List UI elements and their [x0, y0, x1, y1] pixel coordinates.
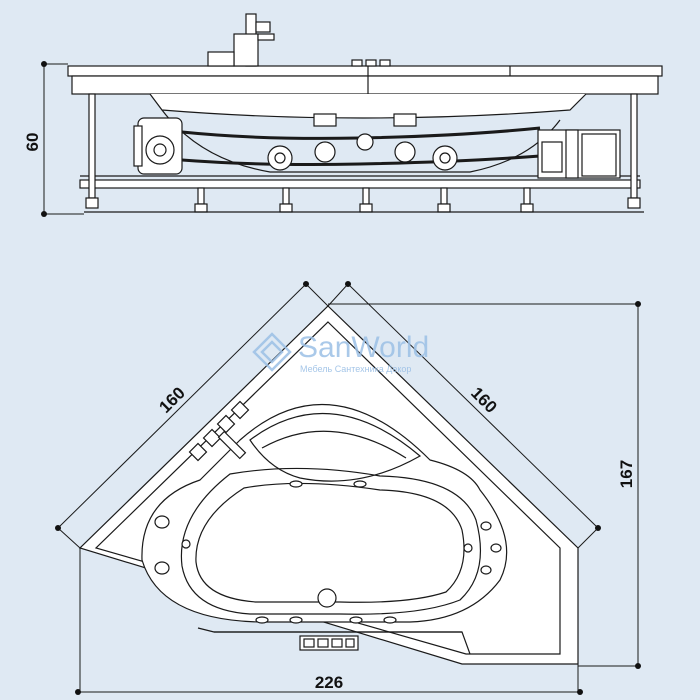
height-label: 60	[23, 133, 42, 152]
width-label: 226	[315, 673, 343, 692]
drain-icon	[317, 588, 337, 608]
tub-floor	[180, 467, 482, 615]
pump-motor-icon	[133, 117, 183, 175]
tub-apron	[71, 75, 659, 95]
height-dimension	[41, 61, 84, 217]
depth-label: 167	[617, 460, 636, 488]
rim-buttons	[351, 59, 391, 67]
watermark: SanWorld Мебель Сантехника Декор	[252, 331, 429, 374]
front-control-panel	[299, 635, 359, 651]
pipework	[181, 113, 541, 171]
tub-rim	[67, 65, 663, 77]
side-elevation-view	[41, 13, 663, 217]
control-box-icon	[537, 129, 621, 179]
plan-view	[78, 305, 579, 665]
support-frame	[79, 179, 641, 189]
watermark-tagline: Мебель Сантехника Декор	[300, 364, 411, 374]
side-right-label: 160	[467, 383, 500, 416]
tub-inner-rim	[94, 321, 561, 655]
tub-basin	[149, 93, 587, 119]
plan-dimensions	[55, 281, 641, 695]
watermark-brand: SanWorld	[298, 331, 429, 364]
side-left-label: 160	[155, 383, 188, 416]
support-legs	[84, 93, 644, 213]
hydromassage-jets	[154, 480, 502, 624]
faucet-icon	[207, 13, 275, 67]
sanworld-logo-icon	[252, 332, 292, 372]
rim-controls	[188, 400, 250, 462]
